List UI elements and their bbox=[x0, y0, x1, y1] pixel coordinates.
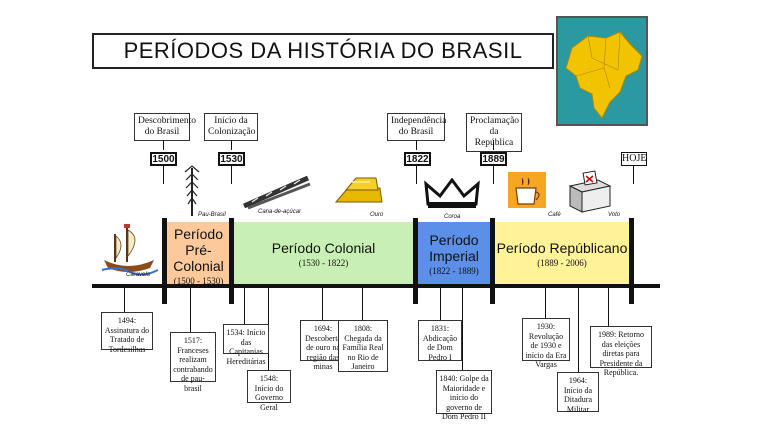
event-1534: 1534: Início das Capitanias Hereditárias bbox=[223, 324, 269, 366]
connector-line bbox=[493, 166, 494, 184]
caravel-icon bbox=[101, 224, 159, 276]
year-marker-1500: 1500 bbox=[150, 152, 177, 166]
period-dates: (1822 - 1889) bbox=[429, 266, 479, 276]
top-event-label-1822: Independência do Brasil bbox=[387, 113, 446, 141]
connector-line bbox=[608, 288, 609, 326]
page-title: PERÍODOS DA HISTÓRIA DO BRASIL bbox=[92, 33, 554, 69]
period-republican: Período Repúblicano (1889 - 2006) bbox=[495, 222, 629, 284]
event-1808: 1808: Chegada da Família Real no Rio de … bbox=[338, 320, 388, 372]
connector-line bbox=[163, 140, 164, 150]
crown-icon bbox=[424, 178, 480, 208]
period-separator bbox=[229, 218, 234, 304]
top-event-label-1889: Proclamação da República bbox=[466, 113, 522, 152]
period-dates: (1889 - 2006) bbox=[537, 258, 587, 268]
connector-line bbox=[545, 288, 546, 318]
period-dates: (1530 - 1822) bbox=[298, 258, 349, 268]
event-1517: 1517: Franceses realizam contrabando de … bbox=[170, 332, 216, 393]
connector-line bbox=[493, 140, 494, 150]
year-marker-1530: 1530 bbox=[218, 152, 245, 166]
connector-line bbox=[231, 140, 232, 150]
connector-line bbox=[416, 166, 417, 184]
year-marker-1889: 1889 bbox=[480, 152, 507, 166]
connector-line bbox=[322, 288, 323, 320]
period-separator bbox=[413, 218, 418, 304]
period-imperial: Período Imperial (1822 - 1889) bbox=[418, 222, 490, 284]
brazil-map-image bbox=[556, 16, 648, 126]
image-label: Pau-Brasil bbox=[198, 212, 226, 218]
sugar-cane-icon bbox=[242, 175, 311, 210]
image-label: Voto bbox=[608, 212, 621, 218]
connector-line bbox=[462, 288, 463, 370]
event-1548: 1548: Início do Governo Geral bbox=[247, 370, 291, 412]
period-pre-colonial: Período Pré-Colonial (1500 - 1530) bbox=[167, 222, 230, 286]
event-1989: 1989: Retorno das eleições diretas para … bbox=[590, 326, 652, 377]
top-event-label-1500: Descobrimento do Brasil bbox=[134, 113, 196, 141]
connector-line bbox=[244, 288, 245, 324]
image-label: Caravela bbox=[126, 272, 151, 278]
event-1840: 1840: Golpe da Maioridade e início do go… bbox=[436, 370, 492, 421]
period-separator bbox=[490, 218, 495, 304]
brazil-map-icon bbox=[558, 18, 646, 124]
period-name: Período Imperial bbox=[429, 232, 479, 264]
connector-line bbox=[124, 288, 125, 312]
gold-bars-icon bbox=[334, 177, 383, 203]
ballot-box-icon bbox=[568, 170, 612, 213]
connector-line bbox=[440, 288, 441, 320]
period-name: Período Colonial bbox=[271, 240, 376, 256]
period-name: Período Repúblicano bbox=[496, 240, 628, 256]
image-label: Cana-de-açúcar bbox=[258, 209, 302, 215]
image-label: Café bbox=[548, 212, 561, 218]
period-name: Período Pré-Colonial bbox=[173, 226, 224, 274]
event-1930: 1930: Revolução de 1930 e início da Era … bbox=[522, 318, 570, 369]
period-colonial: Período Colonial (1530 - 1822) bbox=[233, 222, 414, 284]
connector-line bbox=[163, 166, 164, 184]
connector-line bbox=[362, 288, 363, 320]
period-dates: (1500 - 1530) bbox=[173, 276, 224, 286]
year-marker-1822: 1822 bbox=[404, 152, 431, 166]
timeline-axis bbox=[92, 284, 660, 288]
period-separator bbox=[162, 218, 167, 304]
event-1494: 1494: Assinatura do Tratado de Tordesilh… bbox=[101, 312, 153, 354]
connector-line bbox=[578, 288, 579, 372]
connector-line bbox=[633, 166, 634, 184]
connector-line bbox=[190, 288, 191, 332]
period-separator bbox=[629, 218, 634, 304]
pau-brasil-tree-icon bbox=[184, 165, 200, 216]
connector-line bbox=[416, 140, 417, 150]
image-label: Coroa bbox=[444, 214, 461, 220]
event-1964: 1964: Início da Ditadura Militar bbox=[557, 372, 599, 414]
image-label: Ouro bbox=[370, 212, 384, 218]
connector-line bbox=[231, 166, 232, 184]
year-marker-today: HOJE bbox=[621, 152, 647, 166]
top-event-label-1530: Início da Colonização bbox=[204, 113, 258, 141]
coffee-cup-icon bbox=[508, 172, 546, 208]
event-1831: 1831: Abdicação de Dom Pedro I bbox=[418, 320, 462, 362]
